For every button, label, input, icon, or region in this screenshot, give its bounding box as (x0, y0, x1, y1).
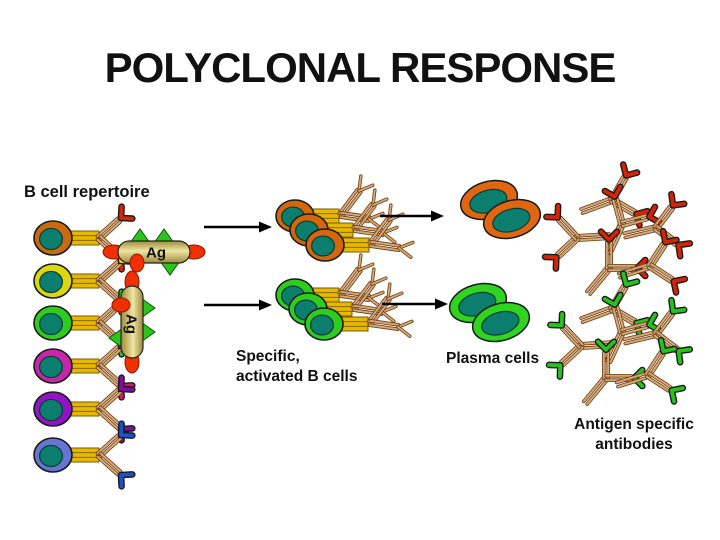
plasma-cells-label: Plasma cells (446, 350, 540, 367)
page-title: POLYCLONAL RESPONSE (104, 44, 617, 91)
b-cell-repertoire-label: B cell repertoire (24, 183, 150, 201)
antigen-specific-antibodies-label: Antigen specific antibodies (553, 415, 715, 455)
antigen: Ag (108, 270, 156, 374)
antigen-ab-label-line1: Antigen specific (574, 416, 694, 433)
activated-label-line2: activated B cells (236, 368, 358, 385)
svg-text:Ag: Ag (146, 245, 166, 262)
activated-b-cell-cluster (275, 174, 415, 262)
plasma-cell-pair (459, 179, 542, 240)
antibody (545, 310, 616, 380)
antibody (622, 296, 694, 366)
activated-label-line1: Specific, (236, 348, 300, 365)
antibody (616, 227, 689, 296)
antibody (622, 190, 694, 260)
plasma-cell-pair (448, 282, 531, 343)
b-cell (33, 374, 136, 444)
antibody (601, 183, 663, 256)
arrow (204, 299, 272, 311)
arrow (382, 298, 448, 310)
svg-text:Ag: Ag (123, 314, 140, 334)
antibody (584, 228, 649, 296)
arrow (204, 221, 272, 233)
antigen: Ag (102, 228, 206, 276)
antibody (541, 202, 612, 272)
activated-b-cells-label: Specific, activated B cells (236, 347, 357, 387)
antibody (614, 336, 687, 405)
activated-b-cell-cluster (275, 253, 414, 341)
antigen-ab-label-line2: antibodies (595, 436, 673, 453)
b-cell (33, 420, 136, 490)
arrow (380, 210, 444, 222)
